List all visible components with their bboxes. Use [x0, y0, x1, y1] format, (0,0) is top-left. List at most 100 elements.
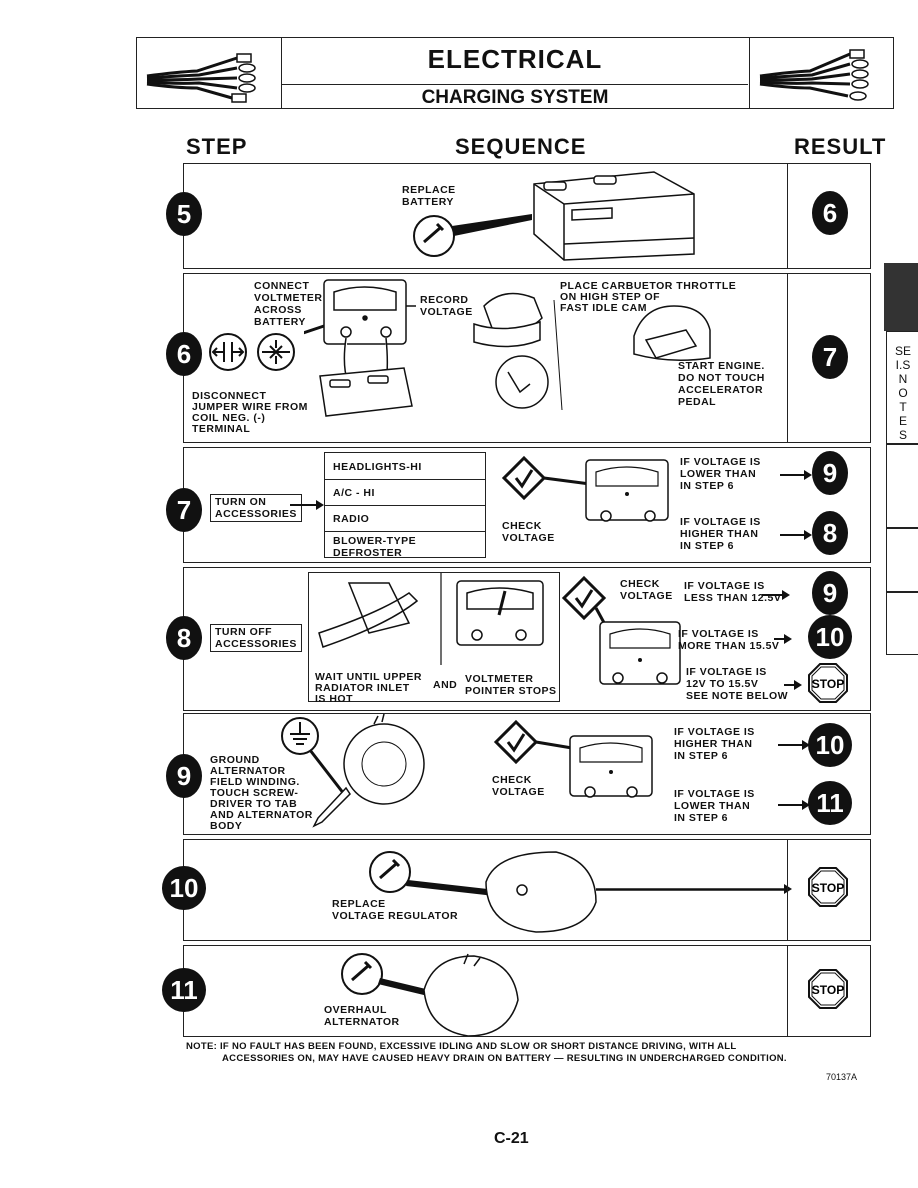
stop-sign-label: STOP	[812, 983, 844, 997]
step-number: 10	[162, 866, 206, 910]
step-row-7: 7 TURN ON ACCESSORIES HEADLIGHTS-HI A/C …	[166, 447, 871, 563]
label-check: CHECK	[492, 774, 532, 786]
side-tab-blank	[886, 443, 918, 529]
label-place-line3: FAST IDLE CAM	[560, 302, 647, 314]
side-tab-letter: O	[898, 386, 908, 400]
figure-id: 70137A	[826, 1072, 858, 1082]
step-row-8: 8 TURN OFF ACCESSORIES WAIT UNTIL UPPER …	[166, 567, 871, 711]
side-tab-notes: SE I.S N O T E S	[886, 331, 918, 445]
label-place-line2: ON HIGH STEP OF	[560, 291, 661, 303]
label-check: CHECK	[502, 520, 542, 532]
step-number: 9	[166, 754, 202, 798]
label-ground-line1: GROUND	[210, 754, 260, 766]
cond-less-line2: LESS THAN 12.5V	[684, 592, 782, 604]
cond-higher-line1: IF VOLTAGE IS	[680, 516, 761, 528]
turn-on-accessories-box: TURN ON ACCESSORIES	[210, 494, 302, 522]
side-tab-letter: E	[898, 414, 907, 428]
label-start-line4: PEDAL	[678, 396, 717, 408]
label-battery: BATTERY	[254, 316, 306, 328]
accessory-item: A/C - HI	[333, 487, 375, 499]
label-wait-line1: WAIT UNTIL UPPER	[315, 671, 422, 683]
result-box: 10 11	[788, 713, 871, 835]
step-number: 8	[166, 616, 202, 660]
arrow-icon	[778, 800, 810, 810]
label-disconnect-line1: DISCONNECT	[192, 390, 267, 402]
result-box: STOP	[787, 839, 871, 941]
cond-less-line1: IF VOLTAGE IS	[684, 580, 765, 592]
label-voltmeter: VOLTMETER	[254, 292, 323, 304]
cond-lower-line3: IN STEP 6	[674, 812, 728, 824]
column-result: RESULT	[794, 134, 887, 159]
turn-off-accessories-box: TURN OFF ACCESSORIES	[210, 624, 302, 652]
stop-sign-label: STOP	[812, 677, 844, 691]
page-subtitle: CHARGING SYSTEM	[282, 84, 748, 109]
result-box: 6	[787, 163, 871, 269]
label-and: AND	[433, 679, 458, 691]
result-box: 9 8	[788, 447, 871, 563]
label-replace: REPLACE	[332, 898, 386, 910]
arrow-icon	[774, 634, 792, 644]
step-row-10: 10 REPLACE VOLTAGE REGULATOR STOP	[162, 839, 871, 941]
cond-range-line2: 12V TO 15.5V	[686, 678, 759, 690]
accessory-item: HEADLIGHTS-HI	[333, 461, 422, 473]
page-title: ELECTRICAL	[427, 44, 603, 74]
column-step: STEP	[186, 134, 248, 159]
label-start-line1: START ENGINE.	[678, 360, 765, 372]
cond-more-line1: IF VOLTAGE IS	[678, 628, 759, 640]
label-wait-line3: IS HOT	[315, 693, 354, 705]
side-tab-letter: T	[899, 400, 907, 414]
label-voltage: VOLTAGE	[420, 306, 473, 318]
stop-sign-icon: STOP	[808, 969, 848, 1009]
label-pointer-stops: POINTER STOPS	[465, 685, 557, 697]
label-connect: CONNECT	[254, 280, 310, 292]
label-voltage: VOLTAGE	[492, 786, 545, 798]
side-tab-marker	[884, 263, 918, 331]
label-disconnect-line4: TERMINAL	[192, 423, 251, 435]
label-voltage: VOLTAGE	[620, 590, 673, 602]
arrow-icon	[784, 680, 802, 690]
stop-sign-icon: STOP	[808, 663, 848, 703]
arrow-icon	[596, 884, 792, 894]
step-number: 11	[162, 968, 206, 1012]
wait-conditions-box: WAIT UNTIL UPPER RADIATOR INLET IS HOT A…	[308, 572, 560, 705]
cond-higher-line2: HIGHER THAN	[674, 738, 753, 750]
page-number: C-21	[494, 1130, 529, 1147]
cond-lower-line2: LOWER THAN	[674, 800, 751, 812]
label-start-line2: DO NOT TOUCH	[678, 372, 765, 384]
label-voltage-regulator: VOLTAGE REGULATOR	[332, 910, 459, 922]
label-place-line1: PLACE CARBUETOR THROTTLE	[560, 280, 737, 292]
cond-lower-line1: IF VOLTAGE IS	[680, 456, 761, 468]
label-accessories: ACCESSORIES	[215, 508, 297, 520]
label-accessories: ACCESSORIES	[215, 638, 297, 650]
accessory-list-box: HEADLIGHTS-HI A/C - HI RADIO BLOWER-TYPE…	[324, 452, 486, 559]
label-turn-off: TURN OFF	[215, 626, 273, 638]
check-voltage-illustration	[561, 575, 681, 685]
jumper-wire-symbols	[209, 333, 295, 371]
result-box: 9 10 STOP	[788, 567, 871, 711]
result-step-badge: 9	[812, 451, 848, 495]
column-sequence: SEQUENCE	[455, 134, 587, 159]
cond-more-line2: MORE THAN 15.5V	[678, 640, 780, 652]
result-box: 7	[787, 273, 871, 443]
arrow-icon	[290, 500, 324, 510]
cond-lower-line2: LOWER THAN	[680, 468, 757, 480]
arrow-icon	[778, 740, 810, 750]
cond-lower-line3: IN STEP 6	[680, 480, 734, 492]
footnote-line2: ACCESSORIES ON, MAY HAVE CAUSED HEAVY DR…	[222, 1053, 787, 1064]
label-across: ACROSS	[254, 304, 302, 316]
ground-alternator-illustration	[281, 714, 425, 828]
check-voltage-illustration	[493, 719, 653, 798]
cond-range-line1: IF VOLTAGE IS	[686, 666, 767, 678]
step-row-6: 6 CONNECT VOLTMETER ACROSS BATTERY RECOR…	[166, 273, 871, 443]
result-step-badge: 6	[812, 191, 848, 235]
label-disconnect-line3: COIL NEG. (-)	[192, 412, 266, 424]
footnote: NOTE: IF NO FAULT HAS BEEN FOUND, EXCESS…	[186, 1041, 787, 1065]
side-tab-letter: N	[898, 372, 908, 386]
step-number: 5	[166, 192, 202, 236]
side-tab-line2: I.S	[895, 358, 911, 372]
result-step-badge: 8	[812, 511, 848, 555]
result-step-badge: 10	[808, 723, 852, 767]
label-start-line3: ACCELERATOR	[678, 384, 764, 396]
label-disconnect-line2: JUMPER WIRE FROM	[192, 401, 308, 413]
label-check: CHECK	[620, 578, 660, 590]
